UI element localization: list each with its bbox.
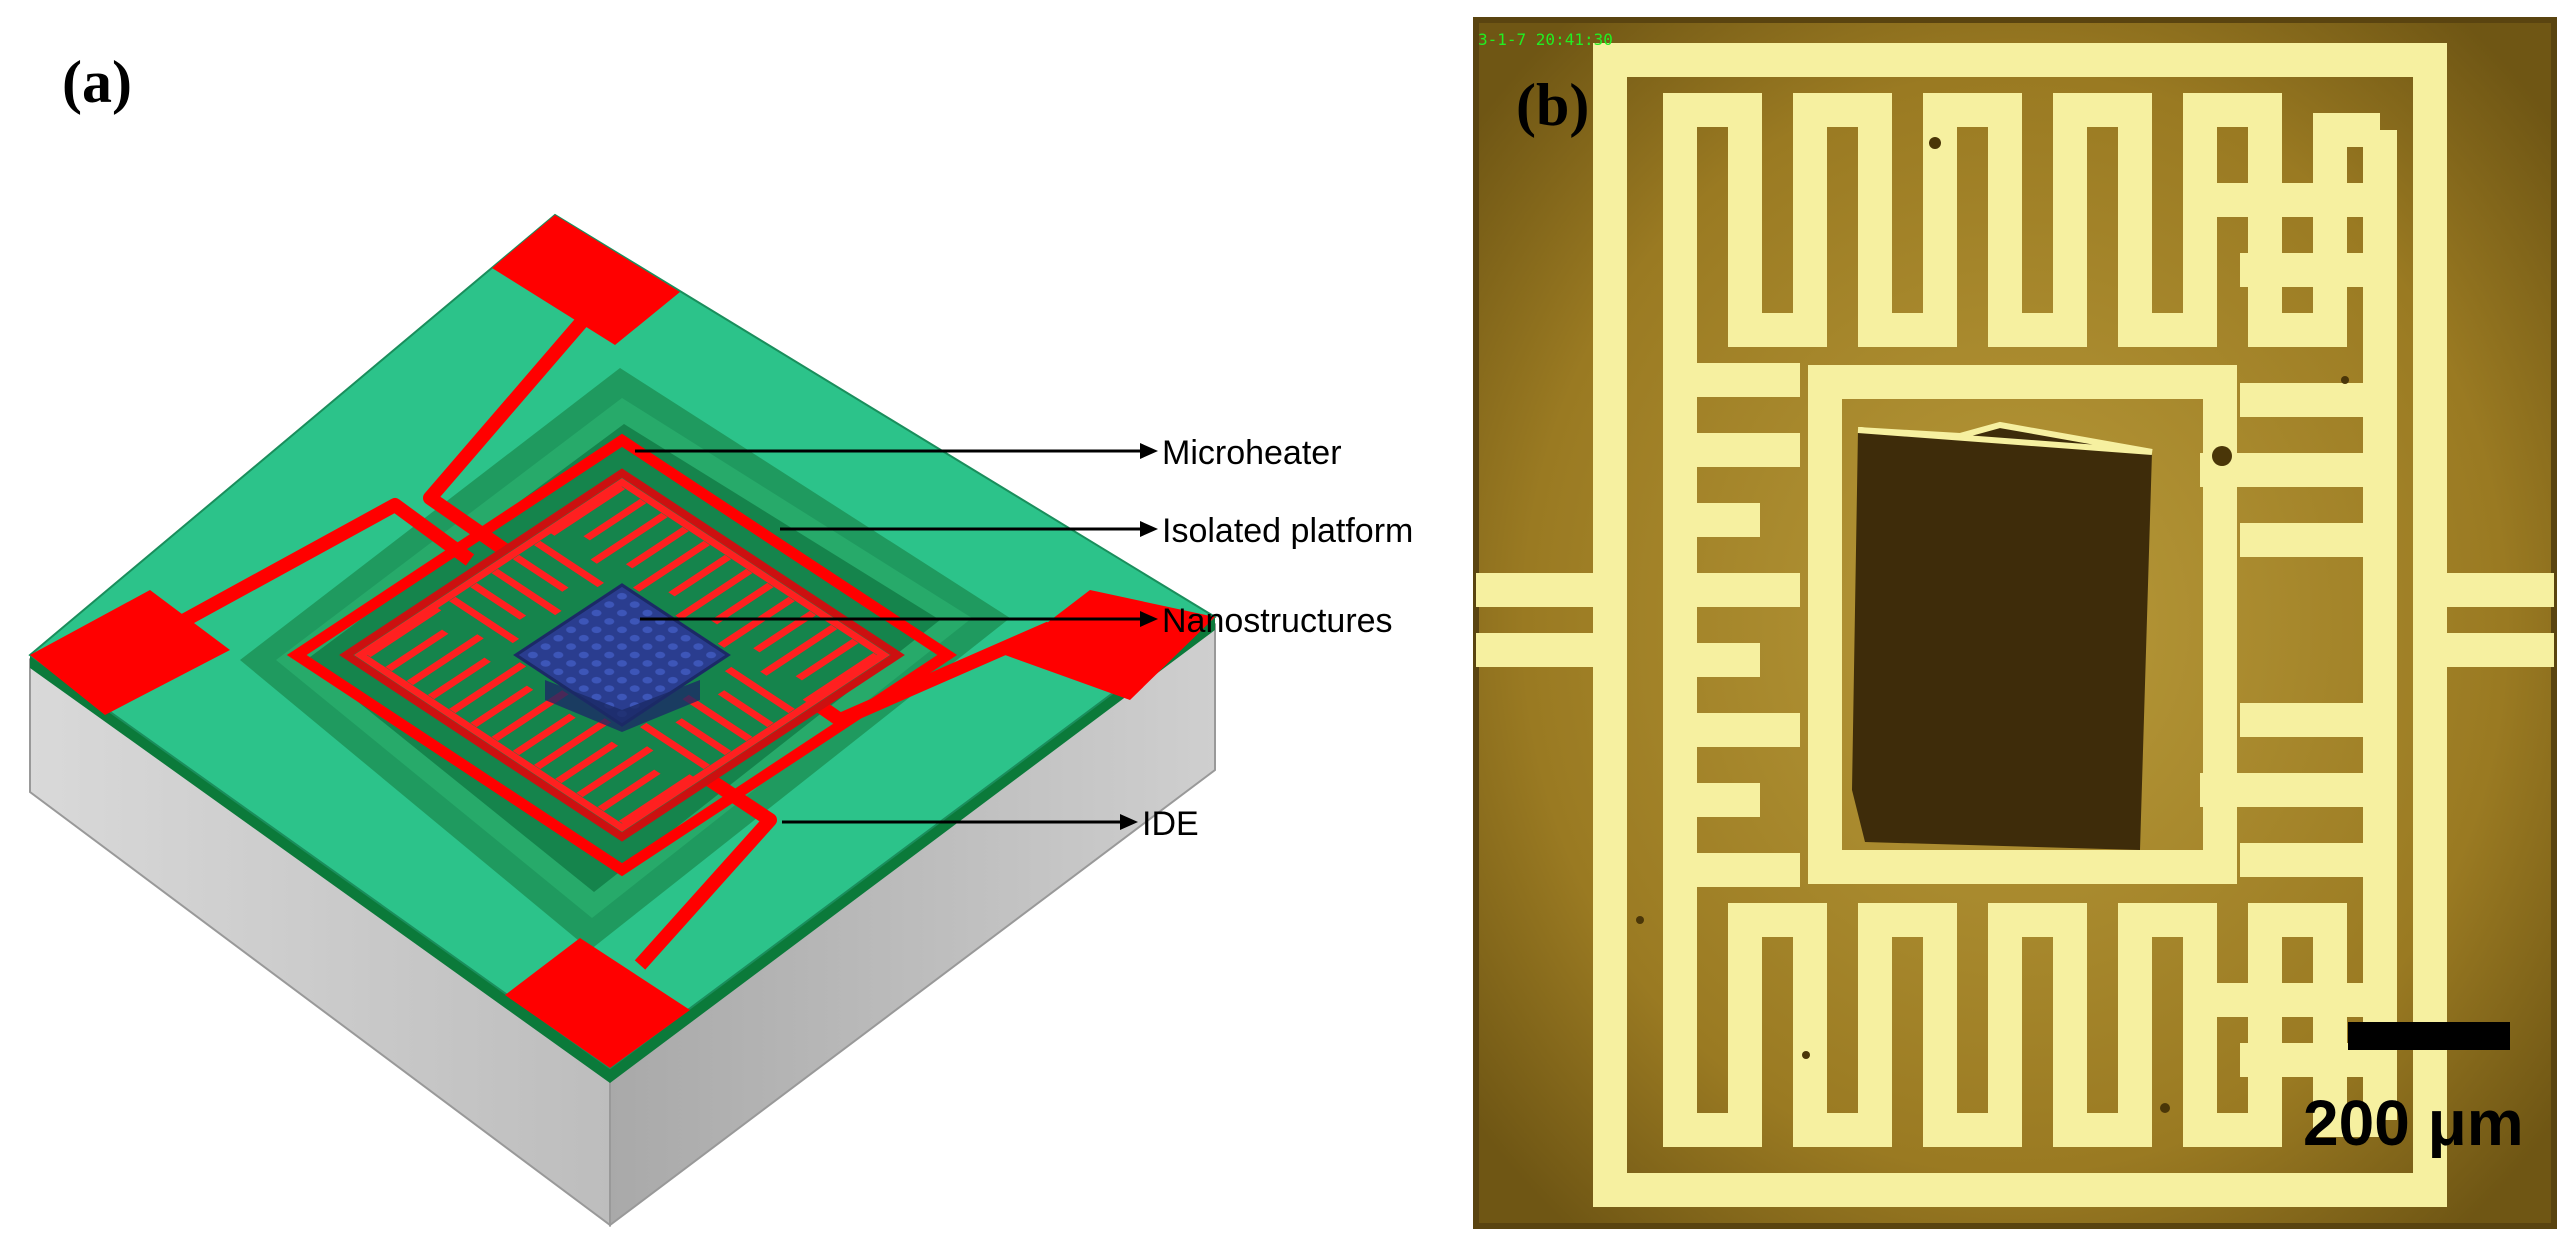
panel-a: (a) [28, 49, 1413, 1228]
nanostructures-side [545, 680, 700, 732]
window-edge [1857, 421, 2153, 455]
outer-heater-ring [1593, 43, 2447, 1207]
label-ide: IDE [1142, 805, 1199, 843]
timestamp: 3-1-7 20:41:30 [1478, 30, 1613, 49]
debris-specks [1636, 137, 2349, 1113]
label-nanostructures: Nanostructures [1162, 602, 1393, 640]
scale-bar-label: 200 μm [2303, 1087, 2524, 1159]
arrowhead-nanostructures [1140, 611, 1158, 627]
lead-left [181, 498, 475, 627]
panel-a-letter: (a) [62, 49, 132, 115]
arrowhead-ide [1120, 814, 1138, 830]
sensor-3d-model [28, 213, 1217, 1228]
label-isolated-platform: Isolated platform [1162, 512, 1413, 550]
arrowhead-microheater [1140, 443, 1158, 459]
panel-b: 3-1-7 20:41:30 (b) 200 μm [1473, 17, 2557, 1229]
contact-pad-top [492, 215, 680, 345]
micrograph-metal-pattern [1476, 43, 2554, 1207]
contact-pad-bottom [505, 938, 690, 1068]
comb-left [1663, 363, 1800, 887]
micrograph-frame [1473, 17, 2557, 1229]
window-frame [1808, 365, 2237, 884]
panel-b-letter: (b) [1516, 72, 1589, 138]
etched-window [1852, 425, 2152, 850]
contact-pad-left [30, 590, 230, 715]
ide-fingers [354, 478, 890, 832]
arrowhead-isolated-platform [1140, 521, 1158, 537]
microheater-ring [286, 433, 958, 877]
label-microheater: Microheater [1162, 434, 1342, 472]
scale-bar [2348, 1022, 2510, 1050]
comb-right [2200, 130, 2397, 1120]
callout-arrows [635, 443, 1158, 830]
ide-microheater-pattern [286, 433, 958, 877]
